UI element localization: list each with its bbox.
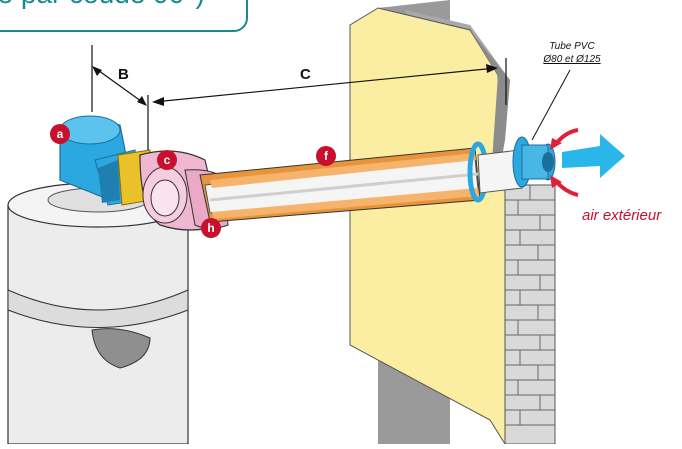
tube-label-line1: Tube PVC bbox=[549, 41, 595, 52]
concentric-pipe bbox=[199, 147, 481, 223]
air-inlet-arrowhead-top bbox=[550, 138, 562, 150]
brick-wall bbox=[504, 184, 556, 445]
dimension-c bbox=[153, 58, 507, 105]
air-outlet-arrow bbox=[562, 134, 625, 178]
callout-c: c bbox=[157, 150, 177, 170]
wall-shadow bbox=[470, 30, 510, 190]
tube-label-leader bbox=[531, 69, 571, 141]
page-title: ire par coude 90°) bbox=[0, 0, 205, 10]
tube-label: Tube PVC Ø80 et Ø125 bbox=[532, 40, 612, 66]
callout-a: a bbox=[50, 124, 70, 144]
dimension-c-arrow-end bbox=[486, 64, 498, 73]
title-box: ire par coude 90°) bbox=[0, 0, 248, 32]
tube-label-line2: Ø80 et Ø125 bbox=[543, 54, 601, 65]
dimension-c-arrow-start bbox=[152, 97, 164, 106]
dimension-b-arrow-start bbox=[92, 66, 102, 76]
air-inlet-arrowhead-bottom bbox=[550, 175, 562, 188]
callout-h: h bbox=[201, 218, 221, 238]
dimension-b-arrow-end bbox=[137, 96, 147, 106]
dimension-b bbox=[91, 45, 149, 150]
wall-face bbox=[349, 7, 511, 445]
air-label: air extérieur bbox=[582, 207, 662, 224]
terminal bbox=[477, 136, 556, 194]
dimension-c-label: C bbox=[300, 66, 311, 83]
callout-f: f bbox=[316, 146, 336, 166]
dimension-b-label: B bbox=[118, 66, 129, 83]
